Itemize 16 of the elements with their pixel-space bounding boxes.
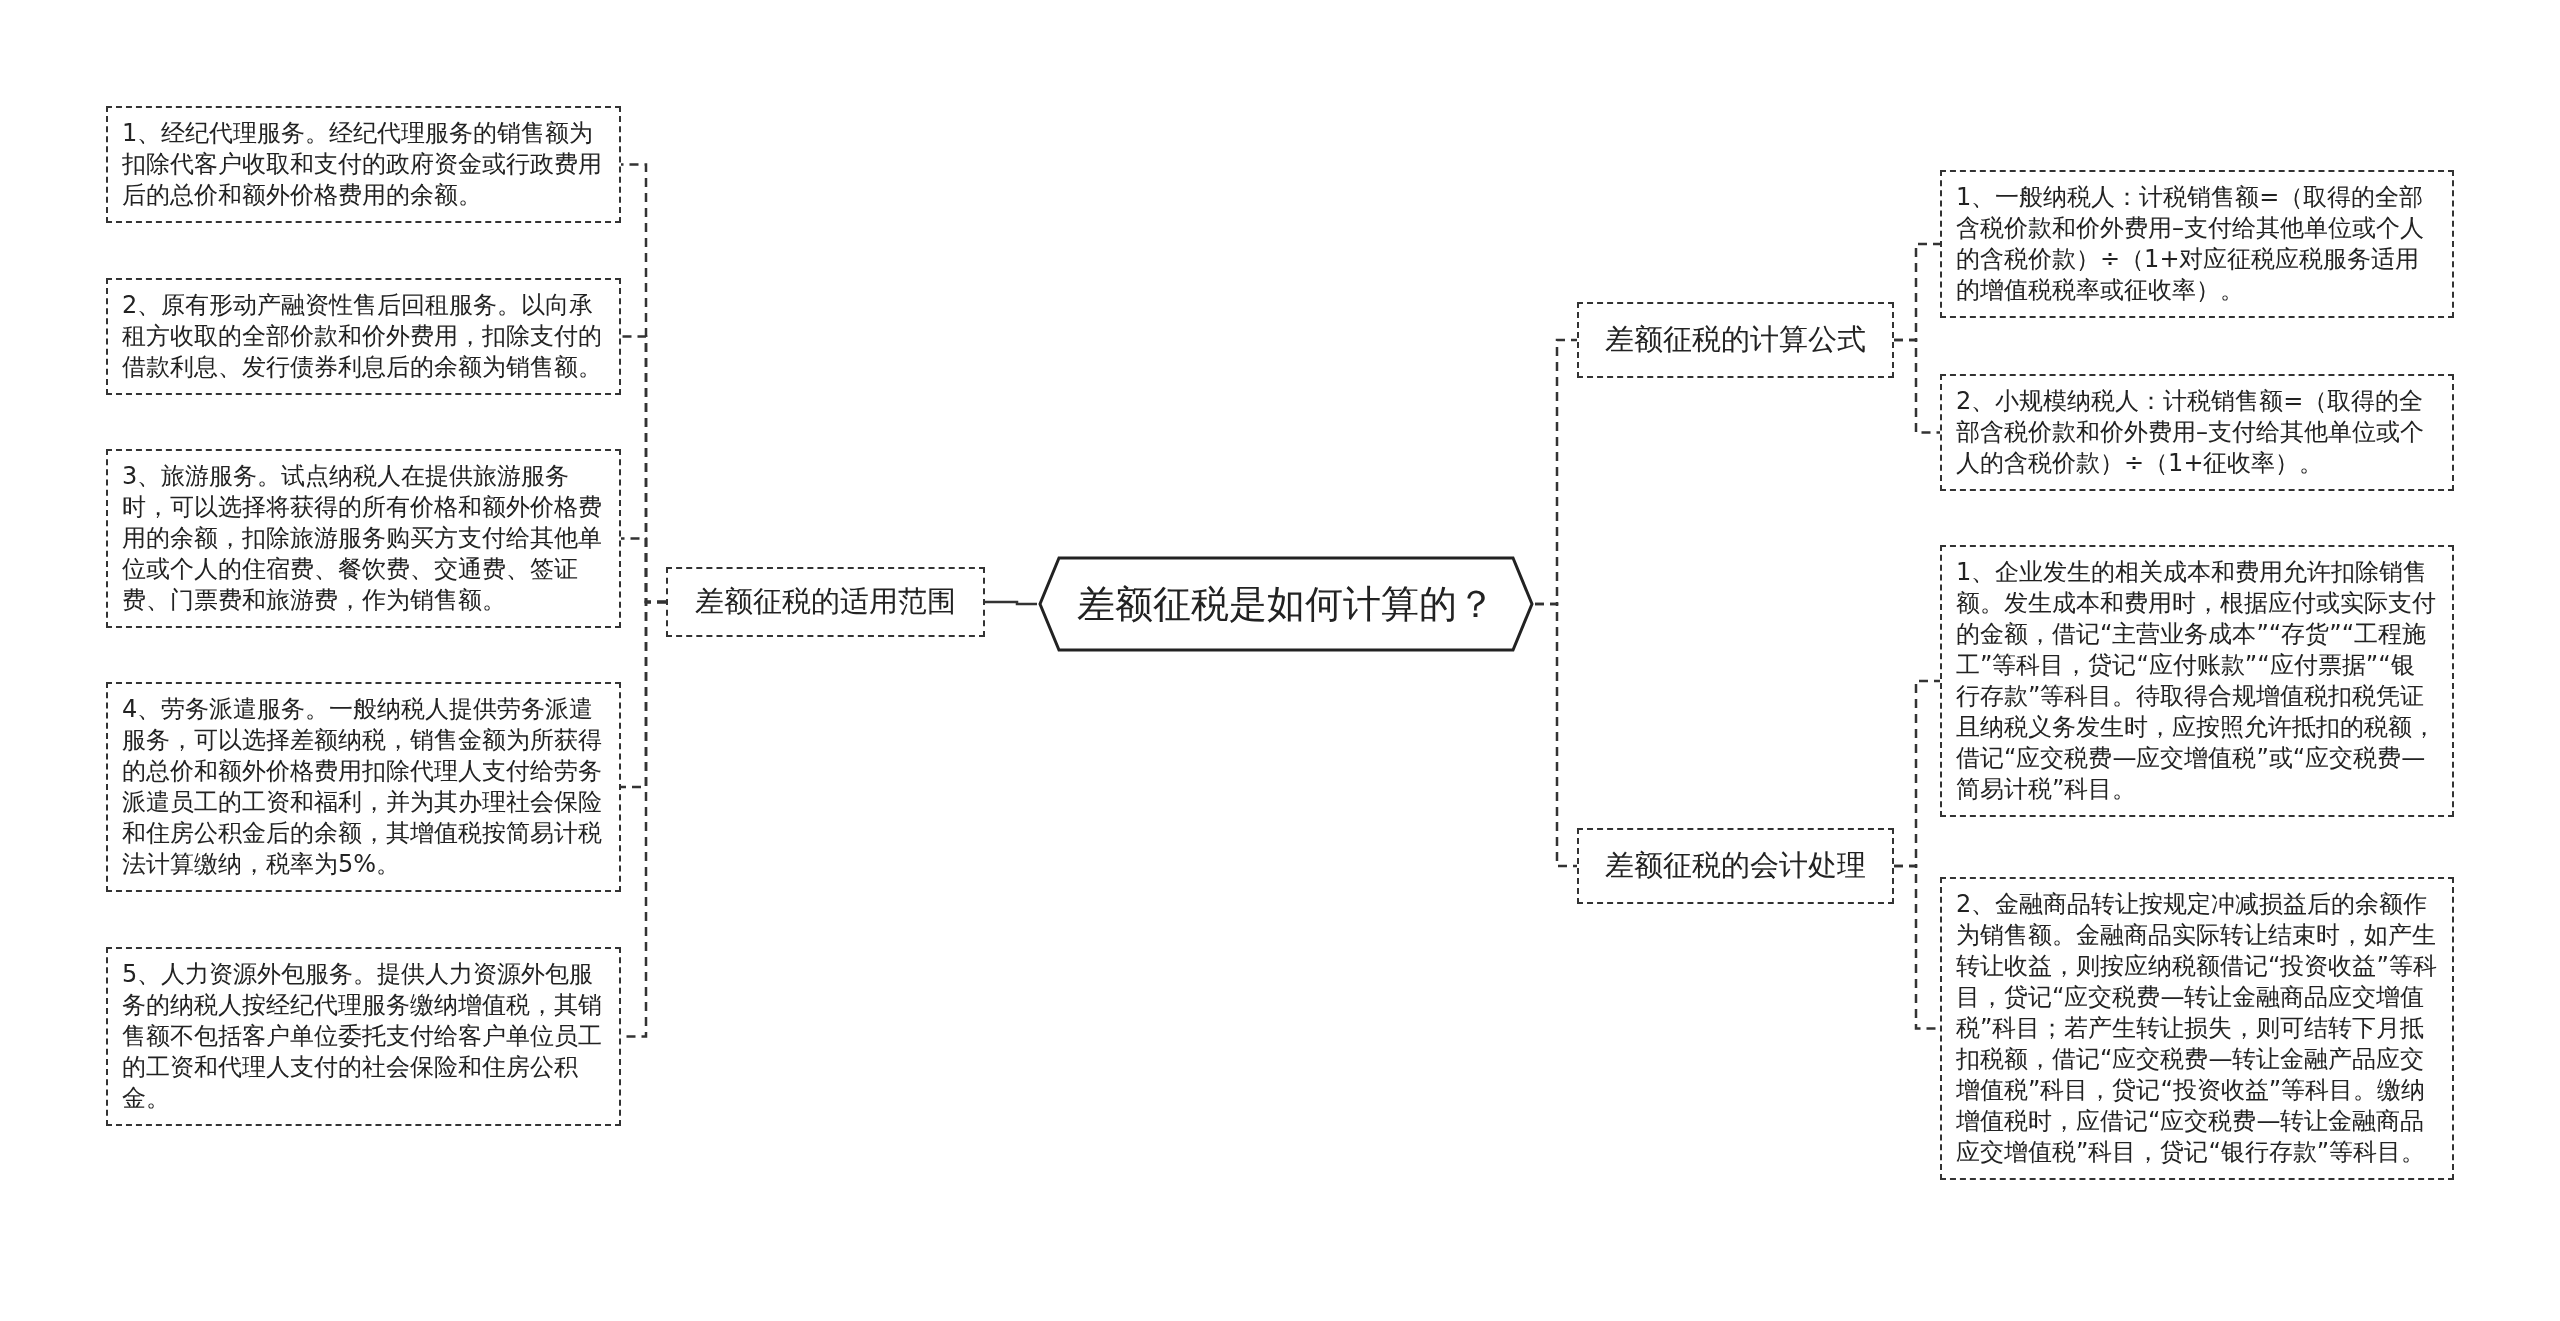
note-box: 2、金融商品转让按规定冲减损益后的余额作为销售额。金融商品实际转让结束时，如产生转让收益，则按应纳税额借记“投资收益”等科目，贷记“应交税费—转让金融商品应交增值税”科目；若产生转让损失，则可结转下月抵扣税额，借记“应交税费—转让金融产品应交增值税”科目，贷记“投资收益”等科目。缴纳增值税时，应借记“应交税费—转让金融商品应交增值税”科目，贷记“银行存款”等科目。: [1940, 877, 2454, 1180]
note-box: 2、原有形动产融资性售后回租服务。以向承租方收取的全部价款和价外费用，扣除支付的借款利息、发行债券利息后的余额为销售额。: [106, 278, 621, 395]
note-box: 5、人力资源外包服务。提供人力资源外包服务的纳税人按经纪代理服务缴纳增值税，其销售额不包括客户单位委托支付给客户单位员工的工资和代理人支付的社会保险和住房公积金。: [106, 947, 621, 1126]
hexagon-node: 差额征税是如何计算的？: [1037, 555, 1535, 653]
note-box: 4、劳务派遣服务。一般纳税人提供劳务派遣服务，可以选择差额纳税，销售金额为所获得的总价和额外价格费用扣除代理人支付给劳务派遣员工的工资和福利，并为其办理社会保险和住房公积金后的余额，其增值税按简易计税法计算缴纳，税率为5%。: [106, 682, 621, 892]
note-box: 1、经纪代理服务。经纪代理服务的销售额为扣除代客户收取和支付的政府资金或行政费用后的总价和额外价格费用的余额。: [106, 106, 621, 223]
topic-box: 差额征税的适用范围: [666, 567, 985, 637]
topic-box: 差额征税的会计处理: [1577, 828, 1894, 904]
note-box: 1、企业发生的相关成本和费用允许扣除销售额。发生成本和费用时，根据应付或实际支付的金额，借记“主营业务成本”“存货”“工程施工”等科目，贷记“应付账款”“应付票据”“银行存款”等科目。待取得合规增值税扣税凭证且纳税义务发生时，应按照允许抵扣的税额，借记“应交税费—应交增值税”或“应交税费—简易计税”科目。: [1940, 545, 2454, 817]
connector-line: [1894, 338, 1940, 434]
connector-line: [985, 600, 1037, 606]
topic-box: 差额征税的计算公式: [1577, 302, 1894, 378]
note-box: 3、旅游服务。试点纳税人在提供旅游服务时，可以选择将获得的所有价格和额外价格费用的余额，扣除旅游服务购买方支付给其他单位或个人的住宿费、餐饮费、交通费、签证费、门票费和旅游费，作为销售额。: [106, 449, 621, 628]
note-box: 2、小规模纳税人：计税销售额=（取得的全部含税价款和价外费用–支付给其他单位或个人的含税价款）÷（1+征收率）。: [1940, 374, 2454, 491]
connector-line: [1535, 602, 1577, 868]
note-box: 1、一般纳税人：计税销售额=（取得的全部含税价款和价外费用–支付给其他单位或个人的含税价款）÷（1+对应征税应税服务适用的增值税税率或征收率）。: [1940, 170, 2454, 318]
